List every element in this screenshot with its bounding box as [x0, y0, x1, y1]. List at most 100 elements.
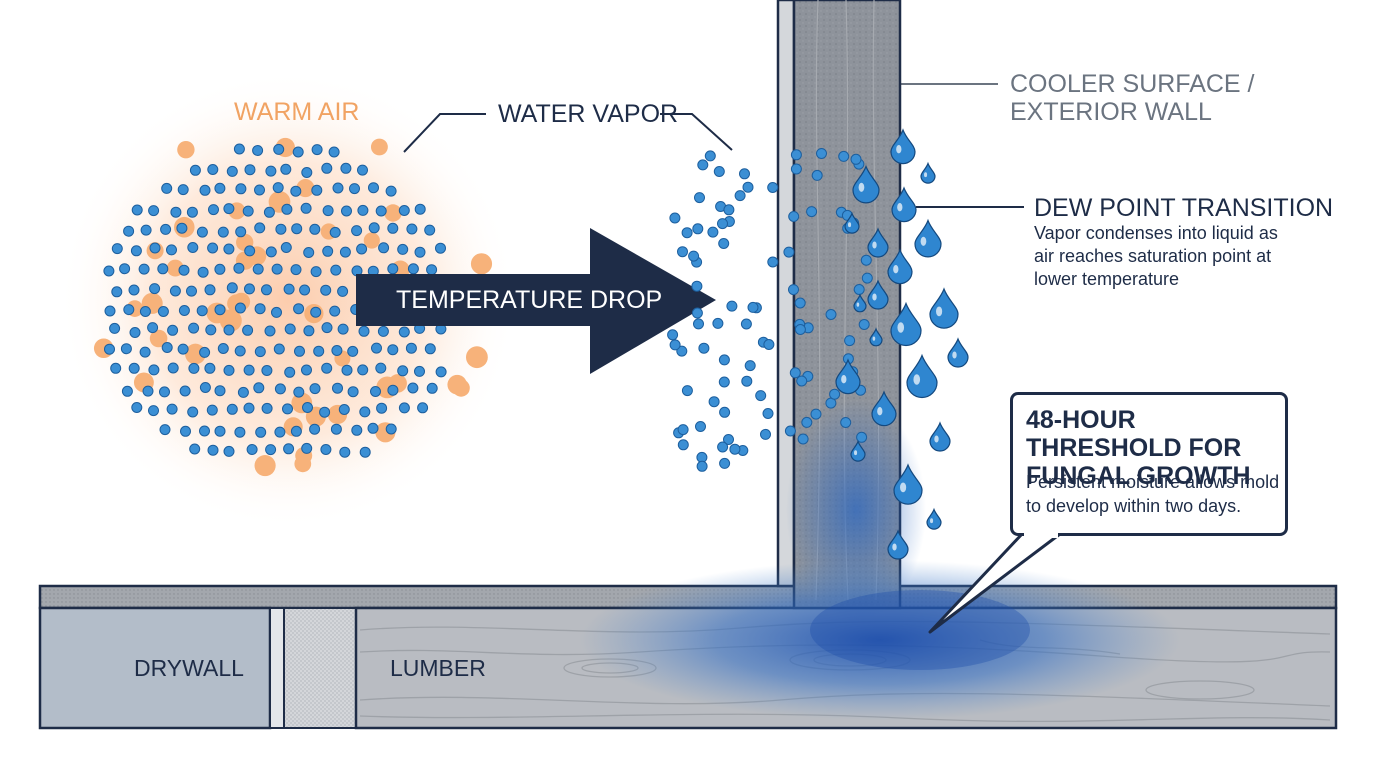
- vapor-particle: [214, 182, 226, 194]
- vapor-particle: [280, 163, 292, 175]
- vapor-particle: [199, 382, 211, 393]
- vapor-particle: [223, 364, 235, 376]
- vapor-particle: [320, 284, 332, 296]
- vapor-particle: [692, 223, 704, 235]
- vapor-particle: [301, 442, 313, 454]
- vapor-particle: [254, 184, 265, 196]
- water-droplet: [871, 390, 897, 427]
- vapor-particle: [199, 346, 211, 358]
- vapor-particle: [375, 362, 387, 374]
- vapor-particle: [226, 165, 238, 177]
- vapor-particle: [385, 423, 397, 435]
- vapor-particle: [376, 402, 388, 414]
- vapor-particle: [159, 386, 170, 398]
- vapor-particle: [273, 343, 285, 355]
- vapor-particle: [347, 386, 359, 398]
- vapor-particle: [252, 263, 264, 275]
- vapor-particle: [708, 396, 720, 408]
- vapor-particle: [244, 164, 256, 176]
- vapor-particle: [293, 386, 305, 398]
- temperature-drop-label: TEMPERATURE DROP: [396, 286, 663, 314]
- vapor-particle: [293, 303, 305, 315]
- vapor-leader: [660, 113, 733, 151]
- vapor-particle: [691, 280, 703, 292]
- water-droplet: [852, 164, 880, 204]
- vapor-particle: [797, 433, 809, 445]
- vapor-particle: [189, 443, 201, 455]
- vapor-particle: [233, 262, 245, 274]
- vapor-particle: [784, 425, 796, 437]
- vapor-particle: [688, 250, 700, 262]
- vapor-particle: [341, 364, 353, 376]
- vapor-particle: [284, 323, 296, 335]
- vapor-particle: [719, 406, 731, 418]
- vapor-particle: [196, 305, 208, 317]
- vapor-particles-wall: [667, 148, 873, 472]
- vapor-particle: [128, 284, 140, 296]
- vapor-particle: [290, 425, 302, 437]
- vapor-particle: [264, 325, 276, 337]
- vapor-particle: [142, 385, 154, 397]
- vapor-particle: [829, 388, 841, 400]
- vapor-particle: [207, 242, 219, 254]
- vapor-particle: [187, 242, 199, 253]
- droplet-highlight: [930, 518, 934, 524]
- vapor-particle: [806, 206, 818, 218]
- floor-moisture-stain: [580, 560, 1180, 720]
- vapor-particle: [356, 243, 368, 255]
- vapor-particle: [321, 362, 333, 374]
- vapor-particle: [234, 345, 246, 357]
- warm-particle: [177, 141, 195, 159]
- vapor-particle: [204, 362, 216, 374]
- vapor-particle: [244, 245, 256, 257]
- water-droplet: [920, 161, 936, 184]
- temperature-drop-arrow: [356, 228, 716, 374]
- vapor-particle: [719, 457, 731, 469]
- vapor-particle: [275, 223, 287, 235]
- vapor-particle: [677, 246, 688, 258]
- warm-particle: [294, 455, 312, 473]
- vapor-particle: [368, 222, 380, 234]
- vapor-particle: [794, 297, 806, 309]
- vapor-particle: [261, 365, 273, 376]
- vapor-particle: [406, 223, 418, 235]
- droplet-highlight: [920, 236, 927, 246]
- vapor-particle: [226, 282, 238, 294]
- vapor-particle: [223, 324, 235, 336]
- vapor-particle: [104, 343, 115, 355]
- vapor-particle: [789, 367, 801, 379]
- vapor-particle: [140, 224, 152, 236]
- vapor-particle: [310, 306, 322, 318]
- vapor-particle: [377, 325, 389, 337]
- vapor-particle: [794, 324, 806, 335]
- vapor-particle: [856, 431, 868, 443]
- vapor-particle: [148, 205, 160, 217]
- vapor-particle: [254, 303, 266, 315]
- water-droplet: [835, 358, 861, 395]
- vapor-particle: [755, 390, 767, 402]
- vapor-particle: [696, 460, 708, 472]
- vapor-particle: [207, 164, 219, 175]
- vapor-particle: [740, 318, 752, 330]
- condensation-droplets: [835, 128, 969, 560]
- vapor-particle: [387, 263, 399, 275]
- warm-particle: [254, 455, 276, 477]
- droplet-highlight: [848, 222, 852, 228]
- vapor-particle: [166, 403, 178, 415]
- vapor-particle: [235, 226, 247, 238]
- vapor-particle: [310, 266, 322, 278]
- vapor-particle: [167, 324, 179, 336]
- vapor-particle: [290, 185, 302, 197]
- vapor-particle: [397, 365, 409, 377]
- vapor-particle: [311, 144, 323, 156]
- droplet-highlight: [893, 265, 899, 274]
- droplet-highlight: [841, 375, 847, 384]
- vapor-particle: [788, 211, 800, 222]
- vapor-particle: [321, 162, 333, 174]
- callout-pointer-mask: [1024, 528, 1058, 538]
- vapor-particle: [726, 300, 738, 312]
- water-droplet: [947, 337, 969, 368]
- vapor-particle: [337, 285, 349, 297]
- drywall-panel: [38, 606, 272, 730]
- water-droplet: [906, 353, 938, 399]
